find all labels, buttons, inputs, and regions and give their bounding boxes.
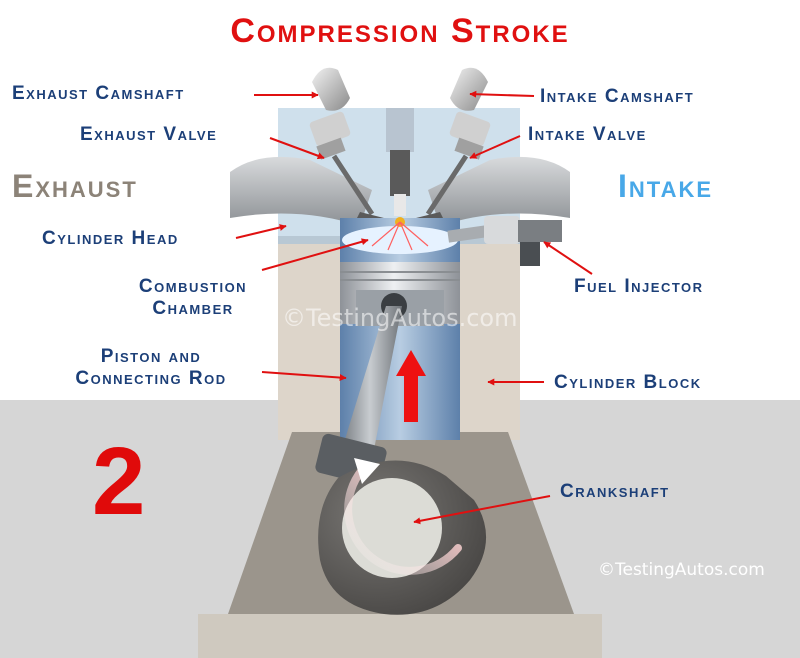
fuel-injector: [447, 216, 562, 266]
exhaust-port: [230, 156, 372, 226]
stroke-number: 2: [92, 428, 146, 535]
rotation-arrow: [344, 466, 462, 575]
arrow-fuel-injector: [543, 241, 593, 275]
piston-motion-arrow: [396, 350, 426, 422]
arrow-piston-rod: [261, 371, 347, 382]
intake-side-label: Intake: [618, 168, 714, 204]
label-intake-camshaft: Intake Camshaft: [540, 86, 695, 107]
exhaust-side-label: Exhaust: [12, 168, 138, 204]
leader-arrows: [235, 90, 593, 525]
arrow-exhaust-valve: [269, 137, 325, 160]
label-combustion-chamber: Combustion Chamber: [120, 276, 266, 320]
intake-camshaft: [450, 67, 488, 111]
label-intake-valve: Intake Valve: [528, 124, 647, 145]
rotation-arrowhead: [354, 458, 380, 484]
diagram-title: Compression Stroke: [230, 12, 570, 50]
arrow-cylinder-head: [235, 224, 287, 239]
arrow-crankshaft: [413, 495, 551, 525]
watermark-corner: ©TestingAutos.com: [598, 560, 765, 580]
crankcase-base: [198, 614, 602, 658]
label-piston-rod: Piston and Connecting Rod: [40, 346, 262, 390]
label-exhaust-camshaft: Exhaust Camshaft: [12, 83, 185, 104]
intake-valve: [416, 111, 491, 226]
connecting-rod: [338, 306, 402, 470]
label-cylinder-block: Cylinder Block: [554, 372, 702, 393]
arrow-combustion-chamber: [261, 238, 369, 271]
label-combustion-line1: Combustion: [138, 276, 248, 297]
label-piston-line1: Piston and: [100, 346, 202, 367]
spark-plug: [386, 108, 414, 216]
intake-port: [428, 156, 570, 226]
label-combustion-line2: Chamber: [152, 298, 234, 319]
label-exhaust-valve: Exhaust Valve: [80, 124, 218, 145]
label-cylinder-head: Cylinder Head: [42, 228, 179, 249]
exhaust-camshaft: [312, 67, 350, 111]
arrow-intake-camshaft: [469, 90, 535, 98]
arrow-intake-valve: [469, 135, 521, 159]
label-piston-line2: Connecting Rod: [75, 368, 227, 389]
combustion-chamber: [342, 217, 458, 254]
label-crankshaft: Crankshaft: [560, 481, 670, 502]
watermark-center: ©TestingAutos.com: [282, 304, 518, 332]
label-fuel-injector: Fuel Injector: [574, 276, 704, 297]
